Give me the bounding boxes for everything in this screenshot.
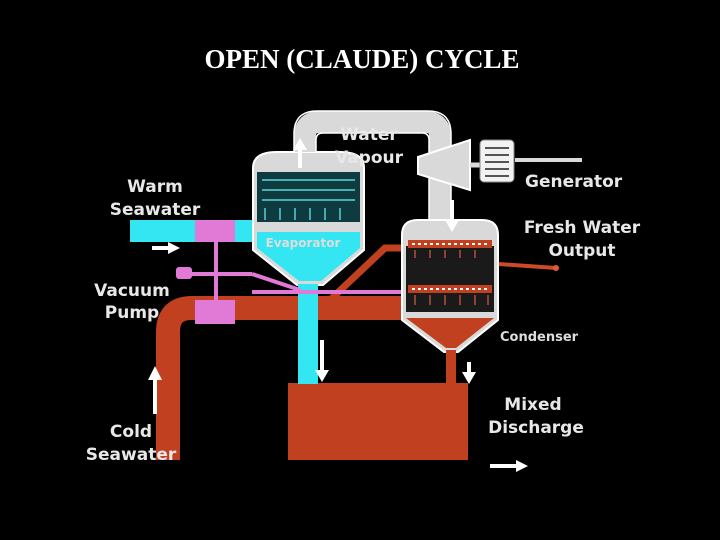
condenser-label: Condenser — [500, 330, 579, 345]
condenser-top-header — [408, 240, 492, 248]
up-arrow-icon — [148, 366, 162, 414]
warm-seawater-label-line1: Warm — [127, 177, 183, 197]
evaporator-spray — [262, 179, 355, 220]
vacuum-pump-label-line1: Vacuum — [94, 281, 170, 301]
discharge-tank — [288, 383, 468, 460]
cold-seawater-label-line1: Cold — [110, 422, 152, 442]
turbine — [417, 138, 471, 192]
right-arrow-icon — [490, 460, 528, 472]
down-arrow-icon — [445, 200, 459, 232]
right-arrow-icon — [152, 242, 180, 254]
cold-seawater-label-line2: Seawater — [86, 445, 177, 465]
evaporator-water — [257, 232, 360, 281]
mixed-discharge-label-line1: Mixed — [504, 395, 561, 415]
warm-seawater-label-line2: Seawater — [110, 200, 201, 220]
up-arrow-icon — [293, 138, 307, 168]
water-vapour-label-line2: Vapour — [335, 148, 404, 168]
condenser-interior — [406, 246, 494, 312]
cold-seawater-pipe — [156, 296, 410, 460]
generator — [479, 139, 515, 183]
condenser-drain — [446, 350, 456, 383]
arrows — [148, 138, 528, 472]
vacuum-pump-label-line2: Pump — [105, 303, 159, 323]
cold-inlet-valve — [195, 300, 235, 324]
warm-inlet-valve — [195, 220, 235, 242]
generator-label: Generator — [525, 172, 623, 192]
page-title: OPEN (CLAUDE) CYCLE — [204, 44, 519, 74]
condenser-water — [406, 318, 494, 348]
vapour-duct — [294, 111, 451, 220]
down-arrow-icon — [462, 362, 476, 384]
condenser-spray — [414, 250, 489, 305]
evaporator-drain — [298, 284, 318, 384]
fresh-water-outlet — [553, 265, 559, 271]
water-vapour-label-line1: Water — [340, 125, 398, 145]
condenser-lower-header — [408, 285, 492, 293]
down-arrow-icon — [315, 340, 329, 382]
vacuum-lines — [190, 238, 410, 310]
fresh-water-label-line2: Output — [548, 241, 615, 261]
warm-seawater-pipe — [130, 220, 258, 242]
fresh-water-label-line1: Fresh Water — [524, 218, 641, 238]
vapour-duct-outline — [293, 110, 452, 220]
mixed-discharge-label-line2: Discharge — [488, 418, 584, 438]
vacuum-pump-body — [176, 267, 192, 279]
evaporator-label: Evaporator — [266, 236, 341, 250]
